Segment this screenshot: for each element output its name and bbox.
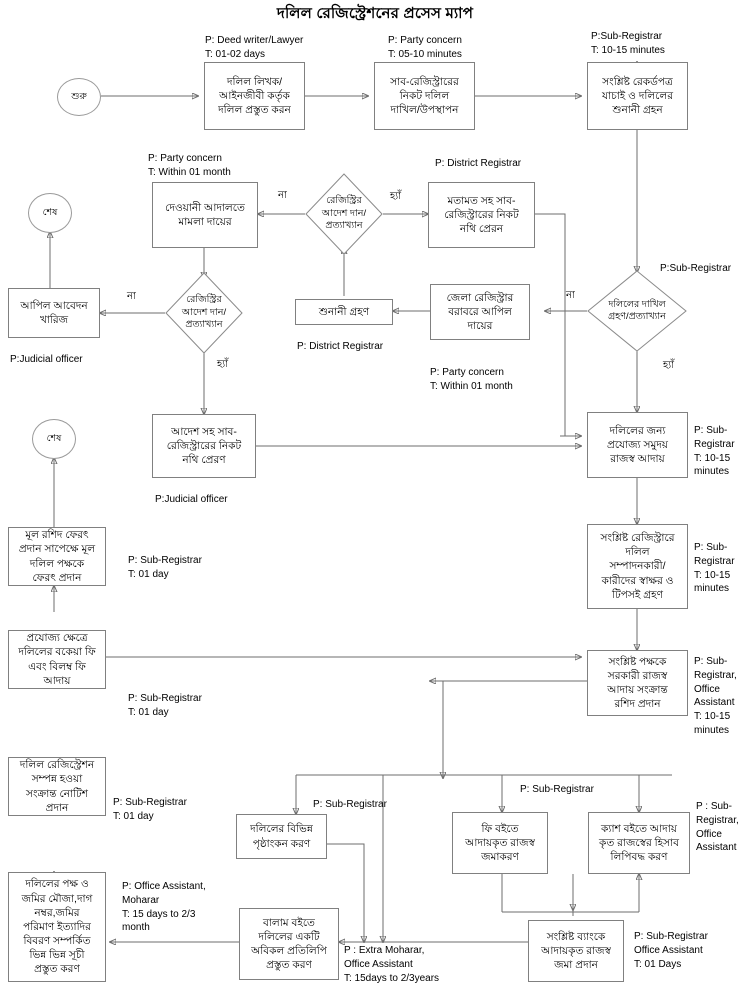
annotation-hearing: P: District Registrar xyxy=(297,341,384,352)
terminator-end-upper: শেষ xyxy=(28,193,72,233)
node-submit-subregistrar[interactable]: সাব-রেজিস্ট্রারের নিকট দলিল দাখিল/উপস্থা… xyxy=(374,62,475,130)
decision-accept-submission[interactable]: দলিলের দাখিল গ্রহণ/প্রত্যাখ্যান xyxy=(587,270,687,352)
annotation-order-send-file: P:Judicial officer xyxy=(155,494,228,505)
page-title: দলিল রেজিস্ট্রেশনের প্রসেস ম্যাপ xyxy=(276,5,474,22)
decision-label: রেজিস্ট্রির আদেশ দান/ প্রত্যাখ্যান xyxy=(321,195,367,232)
annotation-signature-thumb: P: Sub- Registrar T: 10-15 minutes xyxy=(694,542,735,595)
node-balam-copy[interactable]: বালাম বইতে দলিলের একটি অবিকল প্রতিলিপি প… xyxy=(239,908,339,980)
annotation-verify: P:Sub-Registrar T: 10-15 minutes xyxy=(591,31,665,56)
annotation-accept-submission: P:Sub-Registrar xyxy=(660,263,732,274)
edge-label-d2-yes: হ্যাঁ xyxy=(217,359,229,370)
node-cash-book[interactable]: ক্যাশ বইতে আদায় কৃত রাজস্বের হিসাব লিপি… xyxy=(588,812,690,874)
annotation-appeal-dismissed: P:Judicial officer xyxy=(10,354,83,365)
node-civil-court-case[interactable]: দেওয়ানী আদালতে মামলা দায়ের xyxy=(152,182,258,248)
annotation-submit: P: Party concern T: 05-10 minutes xyxy=(388,35,462,60)
annotation-page-marking: P: Sub-Registrar xyxy=(313,799,387,810)
node-page-marking[interactable]: দলিলের বিভিন্ন পৃষ্ঠাংকন করণ xyxy=(236,814,327,859)
decision-label: রেজিস্ট্রির আদেশ দান/ প্রত্যাখ্যান xyxy=(181,294,227,331)
node-return-original[interactable]: মূল রশিদ ফেরৎ প্রদান সাপেক্ষে মূল দলিল প… xyxy=(8,527,106,586)
annotation-notice: P: Sub-Registrar T: 01 day xyxy=(113,797,187,822)
edge-label-d3-yes: হ্যাঁ xyxy=(663,360,675,371)
edge-label-d3-no: না xyxy=(566,290,575,301)
node-opinion-send-file[interactable]: মতামত সহ সাব- রেজিস্ট্রারের নিকট নথি প্র… xyxy=(428,182,535,248)
annotation-index-prepare: P: Office Assistant, Moharar T: 15 days … xyxy=(122,881,206,934)
decision-register-order-1[interactable]: রেজিস্ট্রির আদেশ দান/ প্রত্যাখ্যান xyxy=(305,173,383,255)
annotation-collect-revenue: P: Sub- Registrar T: 10-15 minutes xyxy=(694,425,735,478)
node-verify-records[interactable]: সংশ্লিষ্ট রেকর্ডপত্র যাচাই ও দলিলের শুনা… xyxy=(587,62,688,130)
annotation-appeal-district: P: Party concern T: Within 01 month xyxy=(430,367,513,392)
node-appeal-district[interactable]: জেলা রেজিস্ট্রার বরাবরে আপিল দায়ের xyxy=(430,284,530,340)
annotation-cash-book: P : Sub- Registrar, Office Assistant xyxy=(696,801,739,854)
edge-label-d1-no: না xyxy=(278,190,287,201)
node-signature-thumb[interactable]: সংশ্লিষ্ট রেজিস্ট্রারে দলিল সম্পাদনকারী/… xyxy=(587,524,688,609)
annotation-opinion: P: District Registrar xyxy=(435,158,522,169)
terminator-start: শুরু xyxy=(57,78,101,116)
annotation-receipt-issue: P: Sub- Registrar, Office Assistant T: 1… xyxy=(694,656,737,736)
node-receipt-issue[interactable]: সংশ্লিষ্ট পক্ষকে সরকারী রাজস্ব আদায় সংক… xyxy=(587,650,688,716)
node-order-send-file[interactable]: আদেশ সহ সাব- রেজিস্ট্রারের নিকট নথি প্রে… xyxy=(152,414,256,478)
annotation-due-fee: P: Sub-Registrar T: 01 day xyxy=(128,693,202,718)
annotation-civil-court: P: Party concern T: Within 01 month xyxy=(148,153,231,178)
annotation-bank-deposit: P: Sub-Registrar Office Assistant T: 01 … xyxy=(634,931,708,970)
node-hearing[interactable]: শুনানী গ্রহণ xyxy=(295,299,393,325)
annotation-fee-book: P: Sub-Registrar xyxy=(520,784,594,795)
node-index-prepare[interactable]: দলিলের পক্ষ ও জমির মৌজা,দাগ নম্বর,জমির প… xyxy=(8,872,106,982)
annotation-balam-copy: P : Extra Moharar, Office Assistant T: 1… xyxy=(344,945,440,984)
decision-label: দলিলের দাখিল গ্রহণ/প্রত্যাখ্যান xyxy=(608,298,666,322)
node-collect-revenue[interactable]: দলিলের জন্য প্রযোজ্য সমুদয় রাজস্ব আদায় xyxy=(587,412,688,478)
annotation-return-original: P: Sub-Registrar T: 01 day xyxy=(128,555,202,580)
diamond-shape xyxy=(305,173,383,255)
diamond-shape xyxy=(165,272,243,354)
node-due-fee[interactable]: প্রযোজ্য ক্ষেত্রে দলিলের বকেয়া ফি এবং ব… xyxy=(8,630,106,689)
edge-label-d2-no: না xyxy=(127,291,136,302)
node-notice[interactable]: দলিল রেজিস্ট্রেশন সম্পন্ন হওয়া সংক্রান্… xyxy=(8,757,106,816)
decision-register-order-2[interactable]: রেজিস্ট্রির আদেশ দান/ প্রত্যাখ্যান xyxy=(165,272,243,354)
annotation-deed-prepare: P: Deed writer/Lawyer T: 01-02 days xyxy=(205,35,304,60)
node-appeal-dismissed[interactable]: আপিল আবেদন খারিজ xyxy=(8,288,100,338)
diamond-shape xyxy=(587,270,687,352)
node-fee-book[interactable]: ফি বইতে আদায়কৃত রাজস্ব জমাকরণ xyxy=(452,812,548,874)
node-deed-prepare[interactable]: দলিল লিখক/ আইনজীবী কর্তৃক দলিল প্রস্তুত … xyxy=(204,62,305,130)
terminator-end-lower: শেষ xyxy=(32,419,76,459)
node-bank-deposit[interactable]: সংশ্লিষ্ট ব্যাংকে আদায়কৃত রাজস্ব জমা প্… xyxy=(528,920,624,982)
edge-label-d1-yes: হ্যাঁ xyxy=(390,191,402,202)
